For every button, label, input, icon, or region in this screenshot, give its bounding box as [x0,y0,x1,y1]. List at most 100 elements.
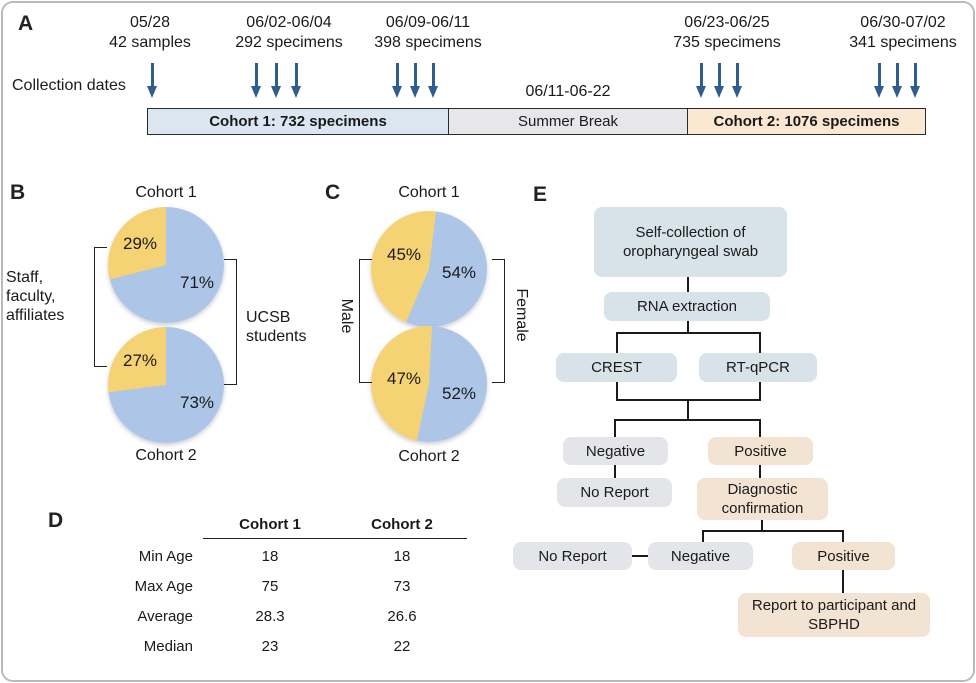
table-row-label: Max Age [134,577,193,595]
connector-line [842,570,844,593]
table-header-cohort2: Cohort 2 [337,511,467,539]
pie-slice-label: 45% [386,245,422,264]
table-cell: 75 [261,577,279,595]
event-count: 292 specimens [235,34,343,51]
table-cell: 28.3 [255,607,285,625]
panel-a-label: A [18,12,34,35]
pie-chart-affiliation-cohort2 [108,327,224,443]
right-bracket [224,259,237,385]
arrow-group-1 [147,63,158,99]
pie-chart-sex-cohort1 [371,211,487,327]
connector-line [614,465,616,478]
ucsb-students-label: UCSB students [246,309,307,345]
down-arrow-icon [874,63,885,99]
event-date: 05/28 [129,14,171,31]
connector-line [616,333,618,353]
table-cell: 73 [393,577,411,595]
connector-line [614,420,616,437]
panel-b-label: B [10,181,26,204]
flow-box-no-report-1: No Report [557,478,672,507]
connector-line [842,531,844,542]
connector-line [687,321,689,333]
down-arrow-icon [392,63,403,99]
pie-slice-label: 47% [386,369,422,388]
timeline-segment-cohort1: Cohort 1: 732 specimens [148,109,448,134]
flow-box-negative-2: Negative [648,542,753,570]
panel-e-label: E [533,183,548,206]
event-date: 06/09-06/11 [385,14,471,31]
table-row-label: Median [143,637,193,655]
connector-line [759,420,761,437]
pie-slice-label: 27% [122,351,158,370]
connector-line [759,333,761,353]
connector-line [614,419,761,421]
pie-slice-label: 54% [441,263,477,282]
arrow-group-5 [874,63,921,99]
panel-c-bottom-title: Cohort 2 [398,448,460,465]
down-arrow-icon [714,63,725,99]
collection-event-1: 05/28 42 samples [90,13,210,53]
connector-line [616,399,761,401]
right-bracket [492,259,505,383]
down-arrow-icon [271,63,282,99]
down-arrow-icon [147,63,158,99]
flow-box-positive-2: Positive [792,542,895,570]
down-arrow-icon [251,63,262,99]
down-arrow-icon [696,63,707,99]
connector-line [702,531,704,542]
down-arrow-icon [892,63,903,99]
flow-box-rt-qpcr: RT-qPCR [699,353,817,382]
pie-chart-affiliation-cohort1 [108,207,224,323]
down-arrow-icon [410,63,421,99]
panel-b-top-title: Cohort 1 [135,184,197,201]
flow-box-positive-1: Positive [708,437,813,465]
down-arrow-icon [291,63,302,99]
table-header-cohort1: Cohort 1 [203,511,337,539]
age-table: Cohort 1 Cohort 2 Min Age 18 18 Max Age … [113,511,467,661]
down-arrow-icon [910,63,921,99]
pie-slice-label: 52% [441,384,477,403]
connector-line [759,382,761,400]
down-arrow-icon [732,63,743,99]
connector-line [632,555,648,557]
panel-c-label: C [325,181,341,204]
table-cell: 18 [393,547,411,565]
panel-d-label: D [48,509,64,532]
table-cell: 18 [261,547,279,565]
flow-box-diagnostic-confirmation: Diagnostic confirmation [697,478,828,520]
event-date: 06/23-06/25 [684,14,770,31]
pie-slice-label: 29% [122,234,158,253]
pie-slice-label: 71% [179,273,215,292]
event-count: 341 specimens [849,34,957,51]
flow-box-self-collection: Self-collection of oropharyngeal swab [594,207,787,277]
flow-box-crest: CREST [556,353,677,382]
connector-line [687,400,689,420]
connector-line [616,332,761,334]
table-cell: 26.6 [387,607,417,625]
collection-event-4: 06/23-06/25 735 specimens [662,13,792,53]
pie-chart-sex-cohort2 [371,326,487,442]
table-row-label: Average [137,607,193,625]
connector-line [616,382,618,400]
collection-event-3: 06/09-06/11 398 specimens [363,13,493,53]
pie-slice-label: 73% [179,393,215,412]
collection-dates-label: Collection dates [12,77,126,94]
flow-box-negative-1: Negative [563,437,668,465]
table-cell: 22 [393,637,411,655]
event-date: 06/30-07/02 [860,14,946,31]
collection-event-2: 06/02-06/04 292 specimens [224,13,354,53]
flow-box-rna-extraction: RNA extraction [604,292,770,321]
flow-box-report: Report to participant and SBPHD [738,593,930,637]
event-date: 06/02-06/04 [246,14,332,31]
panel-b-bottom-title: Cohort 2 [135,447,197,464]
staff-faculty-affiliates-label: Staff, faculty, affiliates [6,269,65,324]
connector-line [761,520,763,531]
event-count: 398 specimens [374,34,482,51]
arrow-group-4 [696,63,743,99]
table-cell: 23 [261,637,279,655]
connector-line [687,277,689,292]
summer-dates-label: 06/11-06-22 [525,83,611,100]
left-bracket [94,247,107,367]
male-label: Male [338,298,355,334]
panel-c-top-title: Cohort 1 [398,184,460,201]
